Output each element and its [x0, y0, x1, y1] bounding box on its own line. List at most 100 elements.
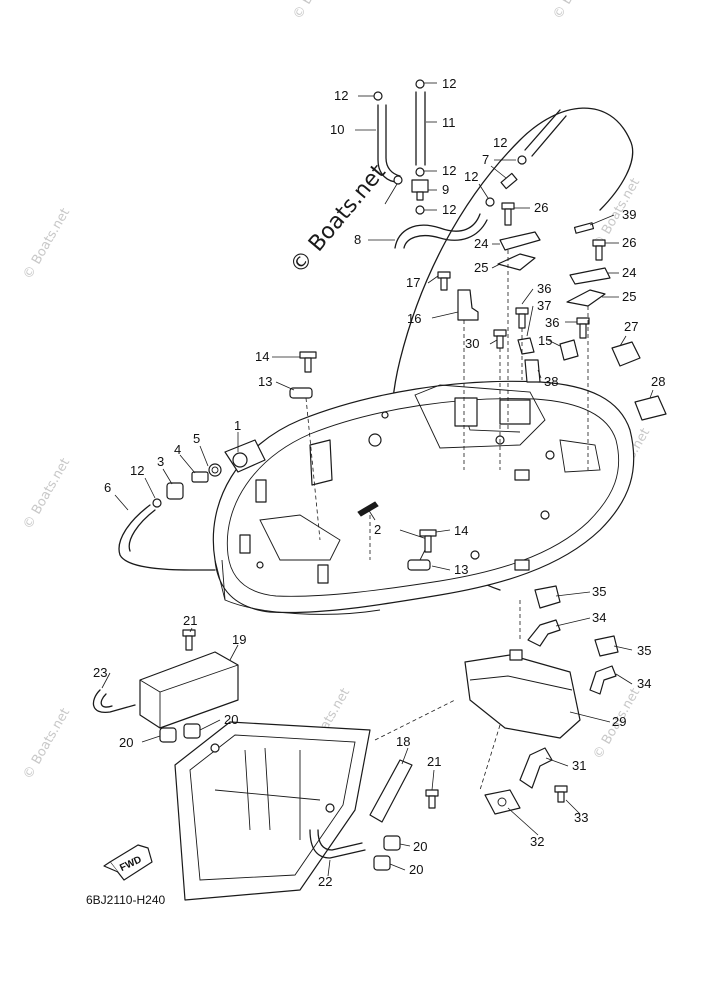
part-18-module — [369, 759, 413, 823]
part-34-elbow-lower — [589, 665, 617, 695]
part-14-bolt-upper — [299, 351, 317, 373]
part-26-bolt-right — [592, 239, 606, 261]
part-7-fitting — [500, 172, 518, 190]
hose-23 — [92, 689, 136, 713]
callout-13: 13 — [258, 374, 272, 389]
part-24-bracket-right — [569, 267, 611, 285]
part-14-bolt-lower — [419, 529, 437, 553]
callout-18: 18 — [396, 734, 410, 749]
callout-28: 28 — [651, 374, 665, 389]
part-39-tag — [573, 222, 595, 234]
part-20-grommet-c — [383, 835, 401, 851]
part-33-bolt — [554, 785, 568, 803]
callout-16: 16 — [407, 311, 421, 326]
callout-12: 12 — [334, 88, 348, 103]
callout-20: 20 — [119, 735, 133, 750]
callout-34: 34 — [637, 676, 651, 691]
callout-31: 31 — [572, 758, 586, 773]
callout-8: 8 — [354, 232, 361, 247]
callout-15: 15 — [538, 333, 552, 348]
part-32-flange — [484, 789, 521, 815]
callout-12: 12 — [130, 463, 144, 478]
cable-loop-inner — [599, 139, 634, 211]
callout-36: 36 — [545, 315, 559, 330]
callout-21: 21 — [427, 754, 441, 769]
part-13-pad-upper — [289, 387, 313, 399]
hose-8 — [394, 213, 481, 249]
callout-38: 38 — [544, 374, 558, 389]
callout-10: 10 — [330, 122, 344, 137]
callout-20: 20 — [409, 862, 423, 877]
part-38-bracket — [524, 359, 541, 383]
part-25-plate-left — [497, 253, 536, 271]
callout-30: 30 — [465, 336, 479, 351]
callout-33: 33 — [574, 810, 588, 825]
callout-6: 6 — [104, 480, 111, 495]
part-21-bolt-right — [425, 789, 439, 809]
part-12-clip — [517, 155, 527, 165]
callout-9: 9 — [442, 182, 449, 197]
callout-27: 27 — [624, 319, 638, 334]
callout-14: 14 — [255, 349, 269, 364]
part-31-elbow — [519, 747, 553, 789]
faint-watermark: © Boats.net — [290, 0, 343, 22]
hose-upper-right — [524, 109, 561, 151]
callout-20: 20 — [224, 712, 238, 727]
part-15-clamp — [559, 339, 579, 361]
part-12-clip — [373, 91, 383, 101]
callout-12: 12 — [442, 163, 456, 178]
callout-7: 7 — [482, 152, 489, 167]
part-21-bolt-left — [182, 629, 196, 651]
part-20-grommet-d — [373, 855, 391, 871]
faint-watermark: © Boats.net — [20, 456, 73, 532]
leader-lines — [101, 82, 654, 877]
part-35-flange-upper — [534, 585, 561, 609]
callout-4: 4 — [174, 442, 181, 457]
part-37-clamp — [517, 337, 535, 355]
part-36-bolt-right — [576, 317, 590, 339]
part-29-silencer — [464, 649, 581, 739]
fwd-direction-badge: FWD — [103, 844, 153, 881]
part-28-cap — [634, 395, 667, 421]
callout-19: 19 — [232, 632, 246, 647]
hose-22 — [309, 829, 366, 859]
faint-watermark: © Boats.net — [20, 206, 73, 282]
faint-watermark: © Boats.net — [20, 706, 73, 782]
callout-17: 17 — [406, 275, 420, 290]
callout-23: 23 — [93, 665, 107, 680]
part-35-flange-lower — [594, 635, 619, 657]
part-20-grommet-b — [183, 723, 201, 739]
callout-numbers: 12 12 10 11 12 9 12 8 12 7 12 26 24 25 1… — [93, 76, 665, 889]
callout-35: 35 — [637, 643, 651, 658]
callout-12: 12 — [493, 135, 507, 150]
callout-35: 35 — [592, 584, 606, 599]
part-30-bolt — [493, 329, 507, 349]
callout-2: 2 — [374, 522, 381, 537]
diagram-code: 6BJ2110-H240 — [86, 893, 165, 907]
part-12-clip-left — [152, 498, 162, 508]
part-12-clip — [393, 175, 403, 185]
main-watermark: © Boats.net — [285, 160, 391, 279]
part-12-clip — [415, 167, 425, 177]
callout-24: 24 — [474, 236, 488, 251]
bottom-cowling — [212, 380, 635, 615]
callout-12: 12 — [442, 76, 456, 91]
part-3-nut — [166, 482, 184, 500]
callout-29: 29 — [612, 714, 626, 729]
callout-12: 12 — [464, 169, 478, 184]
part-27-cap — [611, 341, 641, 367]
part-1-grommet — [224, 439, 266, 473]
callout-34: 34 — [592, 610, 606, 625]
lower-casing — [174, 721, 371, 901]
callout-22: 22 — [318, 874, 332, 889]
part-20-grommet-a — [159, 727, 177, 743]
part-17-bolt — [437, 271, 451, 291]
hose-6 — [118, 504, 216, 571]
callout-11: 11 — [442, 115, 456, 130]
callout-13: 13 — [454, 562, 468, 577]
part-25-plate-right — [566, 289, 606, 307]
part-12-clip — [485, 197, 495, 207]
callout-24: 24 — [622, 265, 636, 280]
part-34-elbow-upper — [527, 619, 561, 647]
